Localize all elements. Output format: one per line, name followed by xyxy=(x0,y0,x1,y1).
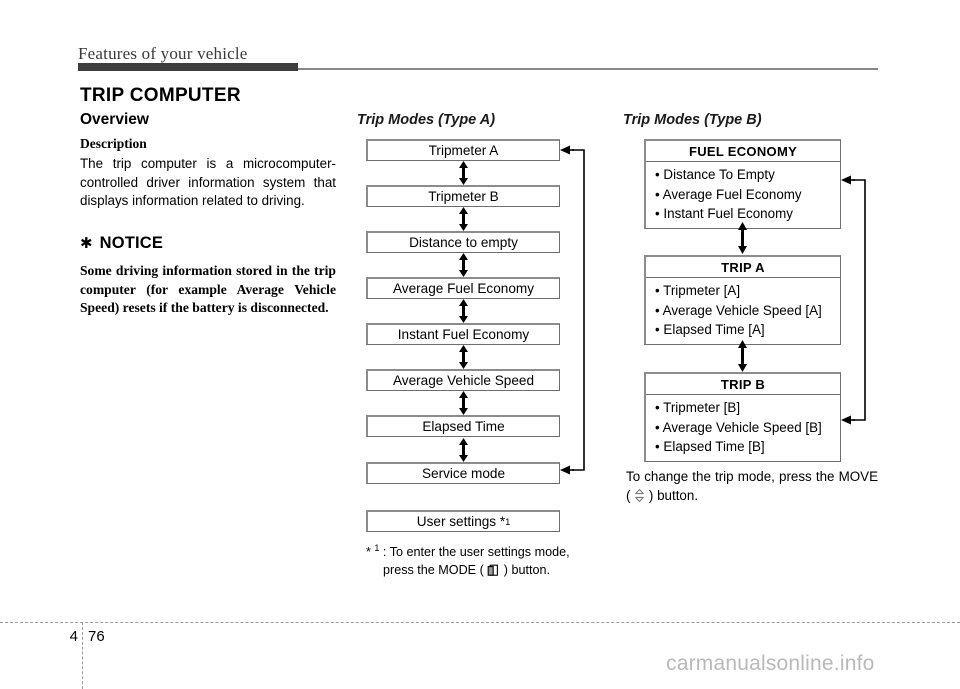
type-a-loop-connector xyxy=(560,140,590,480)
double-arrow-2 xyxy=(457,207,470,231)
group-box-trip-b: TRIP B • Tripmeter [B] • Average Vehicle… xyxy=(644,372,841,462)
move-button-icon xyxy=(634,488,645,509)
flow-box-elapsed-time: Elapsed Time xyxy=(366,415,560,437)
group-items-trip-b: • Tripmeter [B] • Average Vehicle Speed … xyxy=(646,395,840,461)
flow-box-tripmeter-b: Tripmeter B xyxy=(366,185,560,207)
watermark: carmanualsonline.info xyxy=(666,652,875,675)
type-a-heading: Trip Modes (Type A) xyxy=(357,112,496,128)
header-rule-thin xyxy=(78,68,878,70)
type-a-footnote: * 1 : To enter the user settings mode, p… xyxy=(366,540,596,582)
notice-label: NOTICE xyxy=(99,234,164,252)
group-items-trip-a: • Tripmeter [A] • Average Vehicle Speed … xyxy=(646,278,840,344)
list-item: • Average Vehicle Speed [B] xyxy=(655,419,822,435)
chapter-number: 4 xyxy=(69,628,78,645)
group-box-fuel-economy: FUEL ECONOMY • Distance To Empty • Avera… xyxy=(644,139,841,229)
type-b-loop-connector xyxy=(841,143,871,433)
footnote-line-2-prefix: press the MODE ( xyxy=(383,562,488,577)
footer-divider xyxy=(0,622,960,623)
double-arrow-7 xyxy=(457,438,470,462)
list-item: • Elapsed Time [B] xyxy=(655,439,765,454)
asterisk-icon: ✱ xyxy=(80,235,93,252)
description-text: The trip computer is a microcomputer-con… xyxy=(80,156,336,209)
footnote-marker: * xyxy=(366,545,375,560)
footer-vertical-divider xyxy=(82,622,83,689)
description-heading: Description xyxy=(80,136,147,151)
flow-box-average-fuel-economy: Average Fuel Economy xyxy=(366,277,560,299)
double-arrow-3 xyxy=(457,253,470,277)
group-title-fuel-economy: FUEL ECONOMY xyxy=(646,141,840,162)
group-title-trip-b: TRIP B xyxy=(646,374,840,395)
type-b-heading: Trip Modes (Type B) xyxy=(623,112,762,128)
list-item: • Tripmeter [B] xyxy=(655,400,741,415)
list-item: • Average Vehicle Speed [A] xyxy=(655,302,822,318)
double-arrow-1 xyxy=(457,161,470,185)
double-arrow-b1 xyxy=(736,222,749,254)
user-settings-superscript: 1 xyxy=(505,516,511,527)
notice-header: ✱ NOTICE xyxy=(80,234,163,253)
page-title: TRIP COMPUTER xyxy=(80,85,241,106)
flow-box-average-vehicle-speed: Average Vehicle Speed xyxy=(366,369,560,391)
double-arrow-5 xyxy=(457,345,470,369)
list-item: • Distance To Empty xyxy=(655,167,775,182)
footnote-line-1: : To enter the user settings mode, xyxy=(379,545,570,560)
group-box-trip-a: TRIP A • Tripmeter [A] • Average Vehicle… xyxy=(644,255,841,345)
header-rule-thick xyxy=(78,63,298,71)
flow-box-service-mode: Service mode xyxy=(366,462,560,484)
flow-box-distance-to-empty: Distance to empty xyxy=(366,231,560,253)
footnote-superscript: 1 xyxy=(374,543,380,553)
group-title-trip-a: TRIP A xyxy=(646,257,840,278)
double-arrow-6 xyxy=(457,391,470,415)
running-head: Features of your vehicle xyxy=(78,44,248,63)
type-b-note-suffix: ) button. xyxy=(645,487,699,503)
list-item: • Instant Fuel Economy xyxy=(655,206,793,221)
footnote-line-2-suffix: ) button. xyxy=(500,562,550,577)
list-item: • Tripmeter [A] xyxy=(655,283,741,298)
list-item: • Average Fuel Economy xyxy=(655,186,802,202)
footnote-line-2: press the MODE ( ) button. xyxy=(366,562,596,583)
group-items-fuel-economy: • Distance To Empty • Average Fuel Econo… xyxy=(646,162,840,228)
double-arrow-4 xyxy=(457,299,470,323)
type-b-note-prefix: To change the trip mode, press the MOVE … xyxy=(626,469,878,503)
flow-box-tripmeter-a: Tripmeter A xyxy=(366,139,560,161)
list-item: • Elapsed Time [A] xyxy=(655,322,765,337)
flow-box-user-settings: User settings *1 xyxy=(366,510,560,532)
flow-box-instant-fuel-economy: Instant Fuel Economy xyxy=(366,323,560,345)
page-number: 76 xyxy=(88,628,105,645)
type-b-note: To change the trip mode, press the MOVE … xyxy=(626,468,878,508)
user-settings-label: User settings * xyxy=(416,514,506,529)
overview-heading: Overview xyxy=(80,111,149,128)
notice-text: Some driving information stored in the t… xyxy=(80,263,336,316)
double-arrow-b2 xyxy=(736,340,749,372)
mode-button-icon xyxy=(487,564,500,583)
